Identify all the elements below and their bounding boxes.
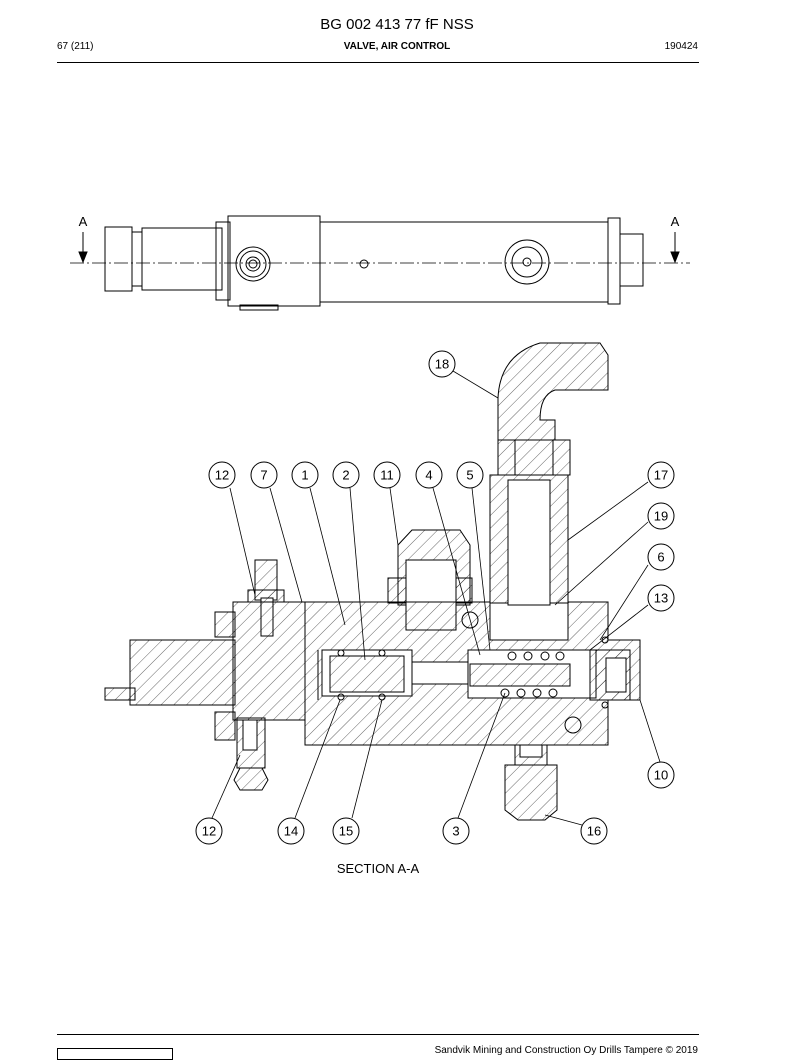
callout-label: 14	[284, 824, 298, 839]
page-number: 67 (211)	[57, 41, 94, 52]
document-title: BG 002 413 77 fF NSS	[320, 16, 474, 33]
callout-label: 13	[654, 591, 668, 606]
callout-label: 5	[466, 468, 473, 483]
top-view	[104, 215, 644, 311]
callout-label: 3	[452, 824, 459, 839]
callout-label: 4	[425, 468, 432, 483]
section-arrow-right	[670, 232, 680, 264]
callout-label: 1	[301, 468, 308, 483]
callout-5	[456, 461, 484, 489]
section-marker-right: A	[671, 214, 680, 229]
callout-label: 19	[654, 509, 668, 524]
callout-1	[291, 461, 319, 489]
company-logo	[57, 1048, 173, 1060]
callout-label: 6	[657, 550, 664, 565]
callout-14	[277, 817, 305, 845]
section-arrow-left	[78, 232, 88, 264]
callout-label: 12	[202, 824, 216, 839]
leader-lines	[211, 370, 661, 826]
footer-copyright: Sandvik Mining and Construction Oy Drill…	[434, 1045, 698, 1056]
callout-2	[332, 461, 360, 489]
callout-12-bottom	[195, 817, 223, 845]
revision-date: 190424	[664, 41, 698, 52]
callout-18	[428, 350, 456, 378]
callout-16	[580, 817, 608, 845]
callout-3	[442, 817, 470, 845]
callout-19	[647, 502, 675, 530]
callout-10	[647, 761, 675, 789]
header-rule	[57, 62, 699, 63]
callout-label: 15	[339, 824, 353, 839]
section-marker-left: A	[79, 214, 88, 229]
callout-4	[415, 461, 443, 489]
callout-label: 10	[654, 768, 668, 783]
callout-label: 16	[587, 824, 601, 839]
callout-15	[332, 817, 360, 845]
section-caption: SECTION A-A	[337, 861, 420, 876]
callout-6	[647, 543, 675, 571]
callout-17	[647, 461, 675, 489]
callout-13	[647, 584, 675, 612]
callout-label: 18	[435, 357, 449, 372]
callout-12-top	[208, 461, 236, 489]
callout-label: 11	[380, 468, 394, 483]
part-name: VALVE, AIR CONTROL	[343, 41, 451, 52]
section-view	[104, 342, 641, 821]
callout-label: 2	[342, 468, 349, 483]
callout-11	[373, 461, 401, 489]
callout-balloons	[195, 350, 675, 845]
callout-label: 12	[215, 468, 229, 483]
footer-rule	[57, 1034, 699, 1035]
callout-7	[250, 461, 278, 489]
callout-label: 17	[654, 468, 668, 483]
callout-numbers: 18 12 7 1 2 11 4 5 17 19 6 13 10 12 14 1…	[202, 357, 668, 839]
callout-label: 7	[260, 468, 267, 483]
